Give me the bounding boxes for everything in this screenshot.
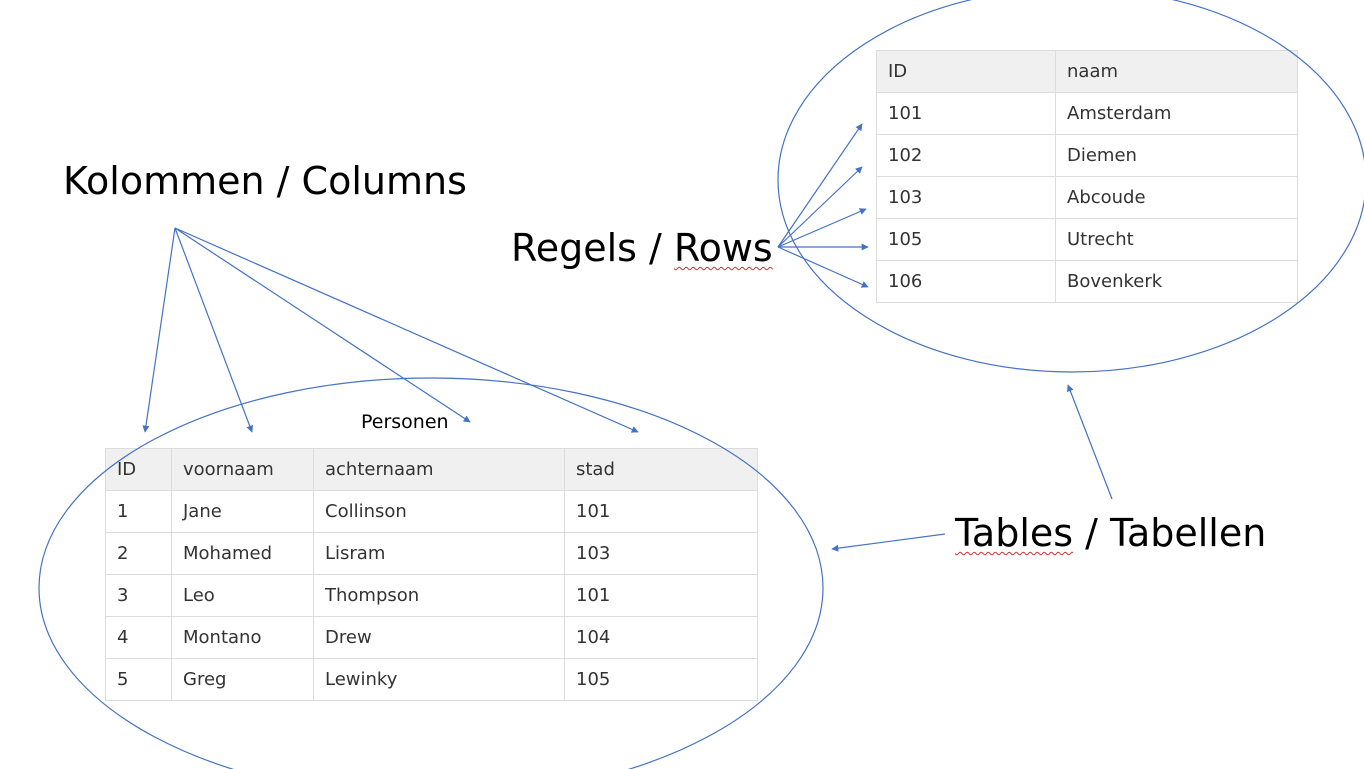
rows-arrow xyxy=(777,208,867,248)
table-cell: 101 xyxy=(564,574,758,617)
table-cell: 103 xyxy=(564,532,758,575)
table-cell: 105 xyxy=(876,218,1056,261)
table-cell: Diemen xyxy=(1055,134,1298,177)
table-row: 106 Bovenkerk xyxy=(876,260,1298,303)
table-cell: Montano xyxy=(171,616,314,659)
table-cell: 101 xyxy=(876,92,1056,135)
rows-arrow xyxy=(777,246,869,288)
table-cell: Abcoude xyxy=(1055,176,1298,219)
table-cell: 105 xyxy=(564,658,758,701)
columns-label: Kolommen / Columns xyxy=(63,162,467,200)
table-cell: 101 xyxy=(564,490,758,533)
rows-label-prefix: Regels / xyxy=(511,226,674,270)
columns-arrow xyxy=(142,227,176,433)
column-header: ID xyxy=(876,50,1056,93)
tables-label: Tables / Tabellen xyxy=(955,514,1266,552)
table-row: 103 Abcoude xyxy=(876,176,1298,219)
column-header: naam xyxy=(1055,50,1298,93)
tables-arrow xyxy=(831,533,946,552)
table-row: 5 Greg Lewinky 105 xyxy=(105,658,758,701)
table-header-row: ID voornaam achternaam stad xyxy=(105,448,758,491)
table-cell: Lisram xyxy=(313,532,565,575)
table-cell: 103 xyxy=(876,176,1056,219)
table-cell: 4 xyxy=(105,616,172,659)
table-cell: Greg xyxy=(171,658,314,701)
rows-label-word: Rows xyxy=(673,226,773,270)
table-cell: Jane xyxy=(171,490,314,533)
rows-label: Regels / Rows xyxy=(511,229,773,267)
columns-arrow xyxy=(174,227,254,433)
table-cell: 2 xyxy=(105,532,172,575)
table-cell: Utrecht xyxy=(1055,218,1298,261)
table-row: 101 Amsterdam xyxy=(876,92,1298,135)
table-header-row: ID naam xyxy=(876,50,1298,93)
tables-label-word: Tables xyxy=(955,511,1074,555)
table-row: 2 Mohamed Lisram 103 xyxy=(105,532,758,575)
table-cell: Mohamed xyxy=(171,532,314,575)
table-cell: 1 xyxy=(105,490,172,533)
table-row: 3 Leo Thompson 101 xyxy=(105,574,758,617)
tables-label-suffix: / Tabellen xyxy=(1073,511,1267,555)
table-cell: Collinson xyxy=(313,490,565,533)
tables-arrow xyxy=(1067,384,1113,500)
columns-label-text: Kolommen / Columns xyxy=(63,159,467,203)
table-cell: Lewinky xyxy=(313,658,565,701)
table-cell: 5 xyxy=(105,658,172,701)
table-row: 4 Montano Drew 104 xyxy=(105,616,758,659)
table-row: 1 Jane Collinson 101 xyxy=(105,490,758,533)
columns-arrow xyxy=(174,227,471,423)
personen-caption: Personen xyxy=(361,413,449,432)
table-cell: Amsterdam xyxy=(1055,92,1298,135)
table-cell: Leo xyxy=(171,574,314,617)
table-cell: Drew xyxy=(313,616,565,659)
table-cell: 106 xyxy=(876,260,1056,303)
table-cell: 104 xyxy=(564,616,758,659)
personen-table: ID voornaam achternaam stad 1 Jane Colli… xyxy=(105,448,758,701)
column-header: voornaam xyxy=(171,448,314,491)
steden-table: ID naam 101 Amsterdam 102 Diemen 103 Abc… xyxy=(876,50,1298,303)
table-cell: 102 xyxy=(876,134,1056,177)
table-cell: Bovenkerk xyxy=(1055,260,1298,303)
column-header: stad xyxy=(564,448,758,491)
column-header: achternaam xyxy=(313,448,565,491)
table-row: 102 Diemen xyxy=(876,134,1298,177)
rows-arrow xyxy=(777,123,863,248)
table-cell: Thompson xyxy=(313,574,565,617)
column-header: ID xyxy=(105,448,172,491)
table-row: 105 Utrecht xyxy=(876,218,1298,261)
personen-caption-text: Personen xyxy=(361,411,449,433)
rows-arrow xyxy=(777,166,863,248)
table-cell: 3 xyxy=(105,574,172,617)
